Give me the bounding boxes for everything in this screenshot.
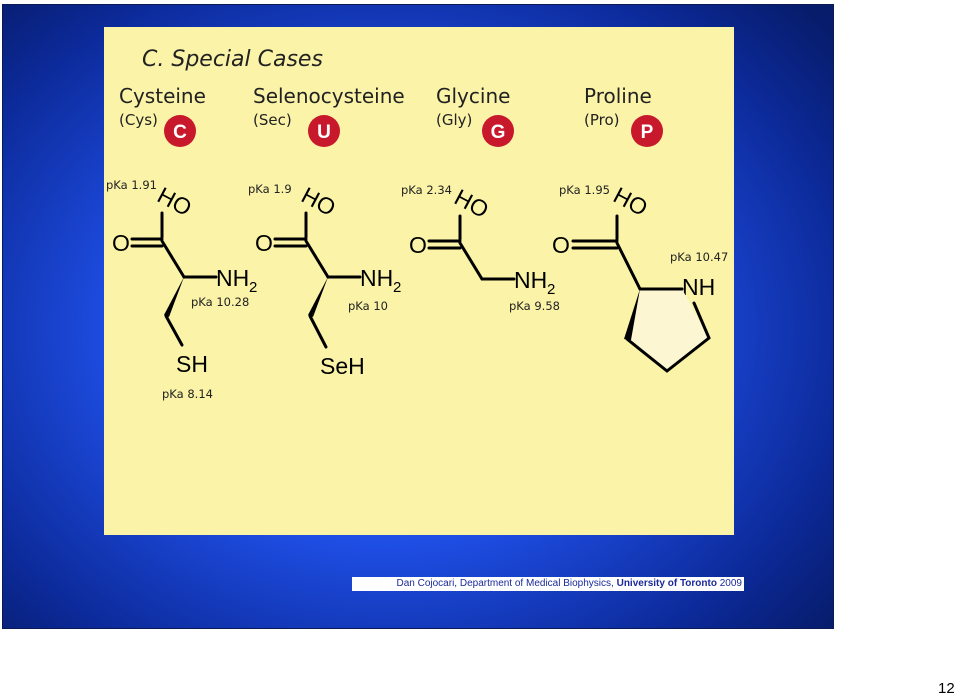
letter-proline: P [641,122,654,143]
pka-carboxyl-cysteine: pKa 1.91 [106,178,157,192]
amine-subscript: 2 [547,281,555,298]
amine-label: NH [514,267,547,293]
oxygen-label: O [255,230,273,256]
name-cysteine: Cysteine [119,84,206,108]
slide-background: C. Special Cases Cysteine (Cys) C Seleno… [2,4,834,629]
pka-amine-glycine: pKa 9.58 [509,299,560,313]
credit-institution: University of Toronto [616,578,717,589]
pka-side-cysteine: pKa 8.14 [162,387,213,401]
oxygen-label: O [552,232,570,258]
abbr-proline: (Pro) [584,111,620,129]
abbr-cysteine: (Cys) [119,111,158,129]
abbr-glycine: (Gly) [436,111,472,129]
oxygen-label: O [112,230,130,256]
amine-subscript: 2 [393,279,401,296]
name-selenocysteine: Selenocysteine [253,84,405,108]
structure-proline: pKa 1.95 HO O pKa 10.47 NH [552,182,728,373]
hydroxyl-label: HO [153,182,196,221]
badge-glycine [482,115,514,147]
pka-carboxyl-selenocysteine: pKa 1.9 [248,182,292,196]
oxygen-label: O [409,232,427,258]
pka-amine-proline: pKa 10.47 [670,250,728,264]
figure-panel: C. Special Cases Cysteine (Cys) C Seleno… [104,27,734,535]
figure-title: C. Special Cases [142,47,323,72]
amine-subscript: 2 [249,279,257,296]
badge-cysteine [164,115,196,147]
structure-selenocysteine: pKa 1.9 HO O NH 2 pKa 10 SeH [248,182,401,379]
pka-carboxyl-glycine: pKa 2.34 [401,183,452,197]
side-chain-selenocysteine: SeH [320,353,365,379]
letter-selenocysteine: U [317,122,331,143]
structure-cysteine: pKa 1.91 HO O NH 2 pKa 10.28 SH pKa 8.14 [106,178,257,401]
badge-selenocysteine [308,115,340,147]
structure-glycine: pKa 2.34 HO O NH 2 pKa 9.58 [401,183,560,313]
hydroxyl-label: HO [450,184,493,223]
badge-proline [631,115,663,147]
credit-author: Dan Cojocari, Department of Medical Biop… [396,578,614,589]
abbr-selenocysteine: (Sec) [253,111,292,129]
hydroxyl-label: HO [609,182,652,221]
name-glycine: Glycine [436,84,510,108]
name-proline: Proline [584,84,652,108]
amino-acid-structures-figure: C. Special Cases Cysteine (Cys) C Seleno… [106,47,728,401]
pka-amine-cysteine: pKa 10.28 [191,295,249,309]
letter-glycine: G [491,122,506,143]
letter-cysteine: C [173,122,187,143]
pka-amine-selenocysteine: pKa 10 [348,299,388,313]
amine-label: NH [216,265,249,291]
amine-label: NH [360,265,393,291]
amine-label: NH [682,274,715,300]
side-chain-cysteine: SH [176,351,208,377]
hydroxyl-label: HO [297,182,340,221]
credit-line: Dan Cojocari, Department of Medical Biop… [352,577,744,591]
pka-carboxyl-proline: pKa 1.95 [559,183,610,197]
credit-year: 2009 [719,578,742,589]
page-number: 12 [938,680,955,697]
